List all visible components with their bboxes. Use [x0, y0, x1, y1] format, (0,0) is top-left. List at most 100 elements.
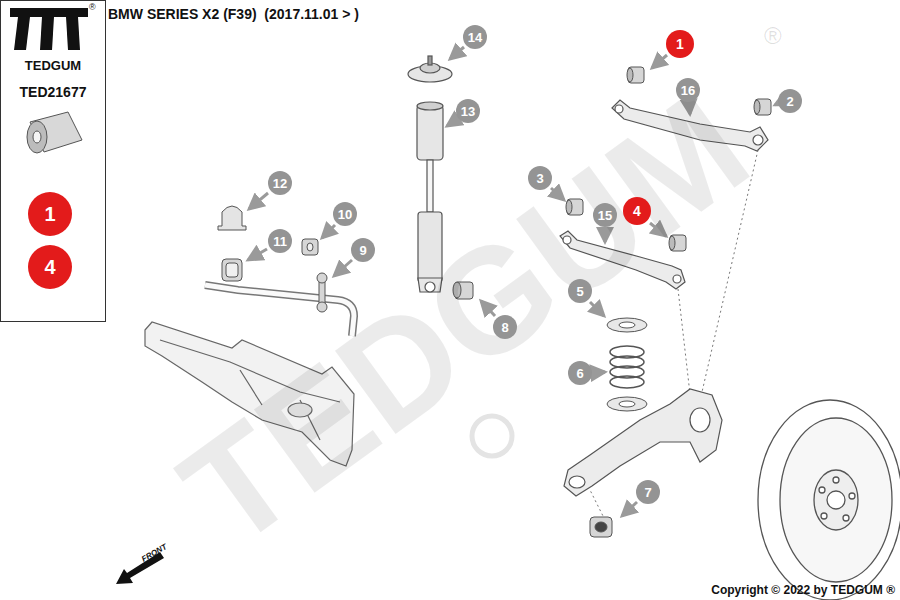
stabilizer-link [317, 273, 327, 283]
shock-absorber [418, 278, 442, 292]
link-bushing [307, 243, 313, 251]
leader-line [334, 260, 352, 276]
stabilizer-bar [205, 285, 354, 336]
subframe [145, 322, 354, 466]
leader-line [551, 188, 564, 200]
callout-number: 4 [623, 197, 651, 225]
leader-line [650, 223, 666, 236]
coil-spring [610, 346, 644, 388]
leader-line [447, 120, 456, 126]
arm-bushing [566, 200, 572, 214]
link-bushing [302, 239, 318, 255]
stabilizer-bushing [226, 263, 238, 277]
wheel [849, 493, 855, 499]
arm-bushing [566, 67, 771, 251]
callout-number: 9 [351, 238, 375, 262]
spring-seat [619, 322, 635, 328]
wheel [843, 515, 849, 521]
leader-line [604, 228, 607, 242]
logo-mark [10, 8, 88, 50]
part-number: 1 [44, 203, 55, 226]
callout-number: 14 [463, 25, 487, 49]
callout-number: 2 [778, 89, 802, 113]
shock-bushing [453, 282, 461, 298]
leader-line [593, 372, 605, 373]
leader-line [689, 103, 690, 114]
subframe [160, 340, 340, 402]
wheel [780, 418, 892, 582]
upper-arm [753, 135, 763, 145]
stabilizer-bushing [222, 259, 242, 281]
callout-number: 7 [636, 480, 660, 504]
leader-line [322, 225, 335, 238]
callout-number: 10 [333, 202, 357, 226]
lower-arm [563, 236, 571, 244]
spring-seat [619, 401, 635, 407]
bushing-picture [27, 121, 47, 153]
shock-absorber [417, 102, 443, 110]
leader-line [248, 47, 777, 516]
highlight-circle: 1 [28, 192, 72, 236]
subframe [240, 370, 320, 440]
spring-seat [607, 397, 647, 411]
arm-bushing [628, 67, 644, 83]
part-panel: TEDGUMTED2167714 [0, 0, 106, 322]
wheel [833, 477, 839, 483]
shock-absorber [418, 212, 442, 282]
wheel [758, 400, 900, 600]
bushing-picture [33, 131, 41, 143]
leader-line [590, 302, 604, 316]
trailing-arm-bushing [590, 517, 612, 537]
leader-line [249, 193, 268, 209]
subframe [145, 322, 354, 466]
leader-line [775, 104, 777, 105]
wheel [814, 470, 858, 530]
callout-number: 8 [493, 315, 517, 339]
bushing-picture [27, 112, 82, 153]
wheel [827, 491, 845, 509]
callout-number: 12 [268, 171, 292, 195]
arm-bushing [627, 68, 633, 82]
guide-line [678, 289, 690, 394]
trailing-arm-bushing [595, 522, 607, 532]
stabilizer-bar [205, 285, 354, 336]
shock-absorber [417, 105, 443, 160]
shock-absorber [428, 56, 432, 65]
logo-mark [66, 17, 80, 50]
spring-seat [607, 318, 647, 411]
leader-line [450, 47, 464, 59]
trademark-sign: ® [89, 2, 96, 12]
arm-bushing [669, 236, 675, 250]
trailing-arm-bushing [590, 517, 612, 537]
callout-number: 5 [568, 279, 592, 303]
stabilizer-bushing [222, 259, 242, 281]
logo-mark [10, 8, 88, 17]
wheel [821, 513, 827, 519]
callout-number: 15 [593, 203, 617, 227]
callout-number: 1 [666, 30, 694, 58]
shock-absorber [408, 56, 452, 292]
callout-number: 13 [456, 99, 480, 123]
leader-line [248, 249, 267, 260]
bar-clamp [218, 206, 246, 230]
part-number: 4 [44, 256, 55, 279]
arm-bushing [670, 235, 686, 251]
highlight-circle: 4 [28, 245, 72, 289]
shock-absorber [425, 282, 435, 292]
logo-mark [14, 17, 30, 50]
subframe [288, 403, 312, 417]
bar-clamp [218, 206, 246, 230]
stabilizer-link [317, 273, 327, 312]
coil-spring [610, 376, 644, 388]
guide-line [590, 490, 605, 520]
callout-number: 11 [268, 229, 292, 253]
page-title: BMW SERIES X2 (F39) (2017.11.01 > ) [108, 6, 359, 22]
leader-line [622, 502, 637, 516]
guide-line [702, 150, 758, 392]
arm-bushing [567, 199, 583, 215]
lower-arm [673, 275, 681, 283]
watermark: TEDGUM [151, 59, 779, 581]
wheel-carrier [690, 408, 710, 432]
